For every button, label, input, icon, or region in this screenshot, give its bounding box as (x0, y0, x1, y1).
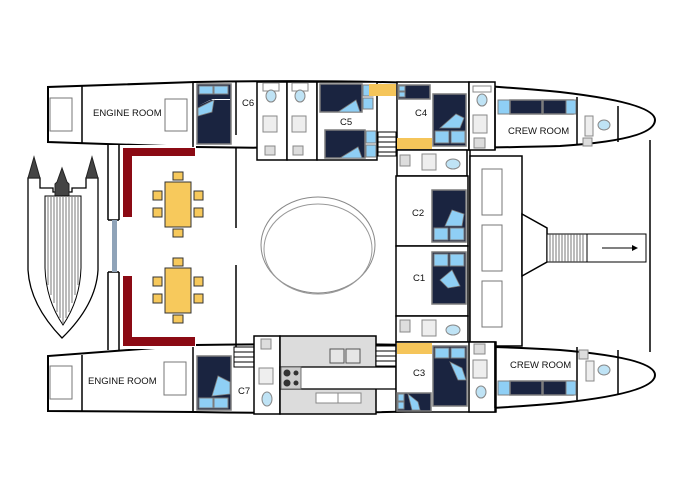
round-deck-feature (260, 196, 376, 295)
engine-room-bottom: ENGINE ROOM (49, 347, 194, 412)
cabin-c1: C1 (395, 245, 469, 317)
bathroom-c3-forward (468, 341, 496, 413)
engine-room-bottom-label: ENGINE ROOM (88, 376, 157, 387)
bathroom-c5-a (286, 81, 318, 161)
cabin-c4-label: C4 (415, 108, 427, 119)
bathroom-c7 (253, 335, 281, 415)
tender-boat (27, 155, 99, 339)
cabin-c5-label: C5 (340, 117, 352, 128)
dining-table-1 (152, 171, 204, 238)
crew-room-bottom: CREW ROOM (494, 342, 619, 408)
cabin-c5: C5 (316, 81, 378, 161)
cabin-c7-label: C7 (238, 386, 250, 397)
glass-door (112, 220, 117, 272)
cabin-c2: C2 (395, 175, 469, 247)
bathroom-c4-forward (468, 81, 496, 151)
forward-deck (469, 155, 647, 347)
bathroom-c6 (256, 81, 288, 161)
stairs-bottom-left (233, 346, 255, 368)
cabin-c1-label: C1 (413, 273, 425, 284)
cabin-c6-label: C6 (242, 98, 254, 109)
sofa-top (123, 148, 195, 217)
galley (279, 335, 397, 415)
cabin-c6-bed (196, 83, 232, 145)
bathroom-c1 (395, 315, 469, 343)
storage-c4-top (369, 84, 396, 96)
bow-arrow-icon (632, 245, 638, 251)
stairs-top (377, 131, 397, 157)
cabin-c4: C4 (396, 81, 470, 151)
bathroom-c4 (396, 149, 468, 177)
cabin-c3-label: C3 (413, 368, 425, 379)
cabin-c3: C3 (395, 341, 497, 413)
sofa-bottom (123, 276, 195, 346)
dining-table-2 (152, 257, 204, 324)
engine-room-top: ENGINE ROOM (49, 82, 194, 147)
crew-room-top-label: CREW ROOM (508, 126, 569, 137)
crew-room-top: CREW ROOM (494, 88, 619, 150)
crew-room-bottom-label: CREW ROOM (510, 360, 571, 371)
cabin-c7-bed (196, 355, 232, 411)
stairs-bottom-right (375, 345, 397, 367)
engine-room-top-label: ENGINE ROOM (93, 108, 162, 119)
cabin-c2-label: C2 (412, 208, 424, 219)
